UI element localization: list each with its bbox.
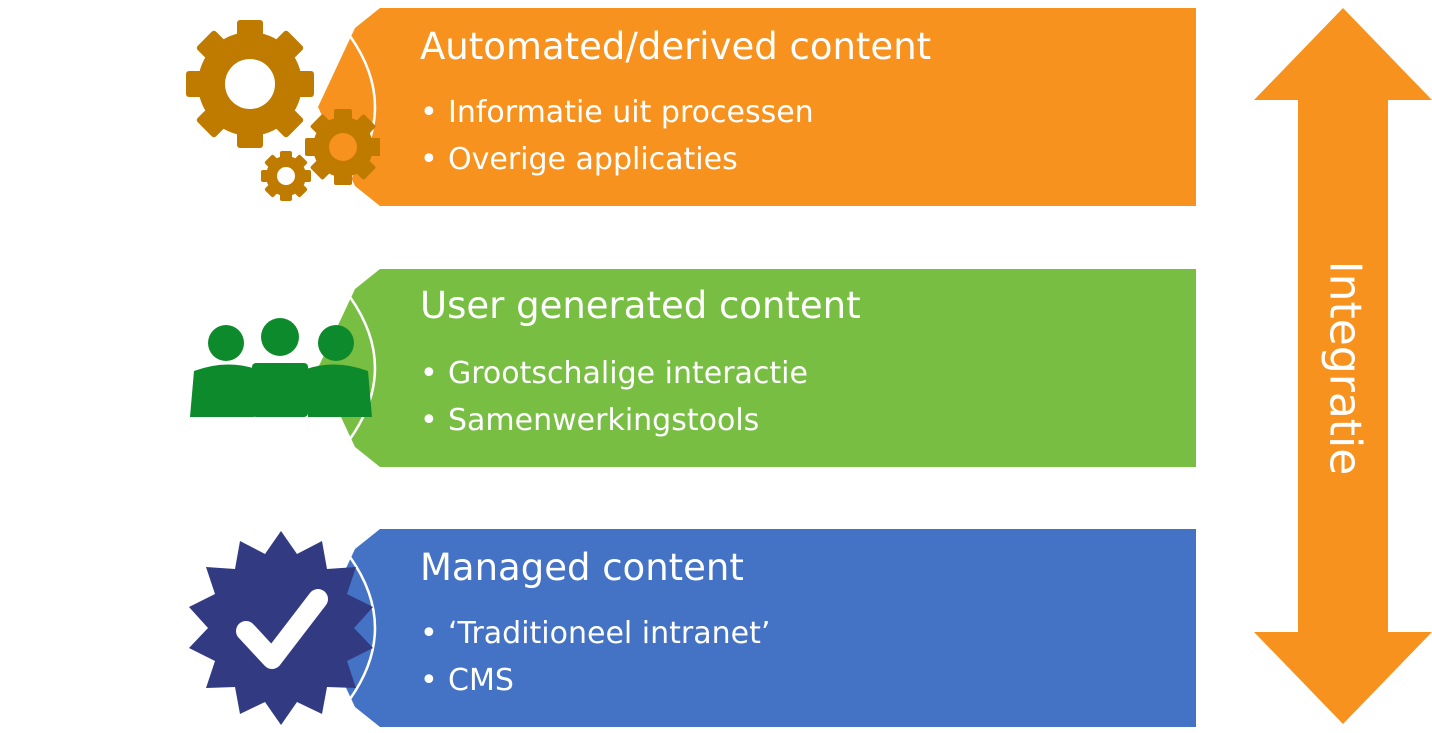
check-badge-icon [189,531,373,725]
people-icon [190,318,372,417]
band-title: Automated/derived content [420,25,932,68]
list-item: Samenwerkingstools [420,397,808,444]
bullet-list: ‘Traditioneel intranet’ CMS [420,610,770,704]
double-arrow-icon [1254,8,1432,724]
list-item: Overige applicaties [420,136,814,183]
managed-content-band: Managed content ‘Traditioneel intranet’ … [0,529,1432,727]
automated-content-band: Automated/derived content Informatie uit… [0,8,1432,206]
list-item: Informatie uit processen [420,89,814,136]
list-item: Grootschalige interactie [420,350,808,397]
user-content-band: User generated content Grootschalige int… [0,269,1432,467]
list-item: ‘Traditioneel intranet’ [420,610,770,657]
bullet-list: Informatie uit processen Overige applica… [420,89,814,183]
bullet-list: Grootschalige interactie Samenwerkingsto… [420,350,808,444]
gears-icon [186,20,380,201]
band-title: Managed content [420,546,744,589]
band-title: User generated content [420,284,861,327]
list-item: CMS [420,657,770,704]
arrow-label: Integratie [1319,260,1371,476]
